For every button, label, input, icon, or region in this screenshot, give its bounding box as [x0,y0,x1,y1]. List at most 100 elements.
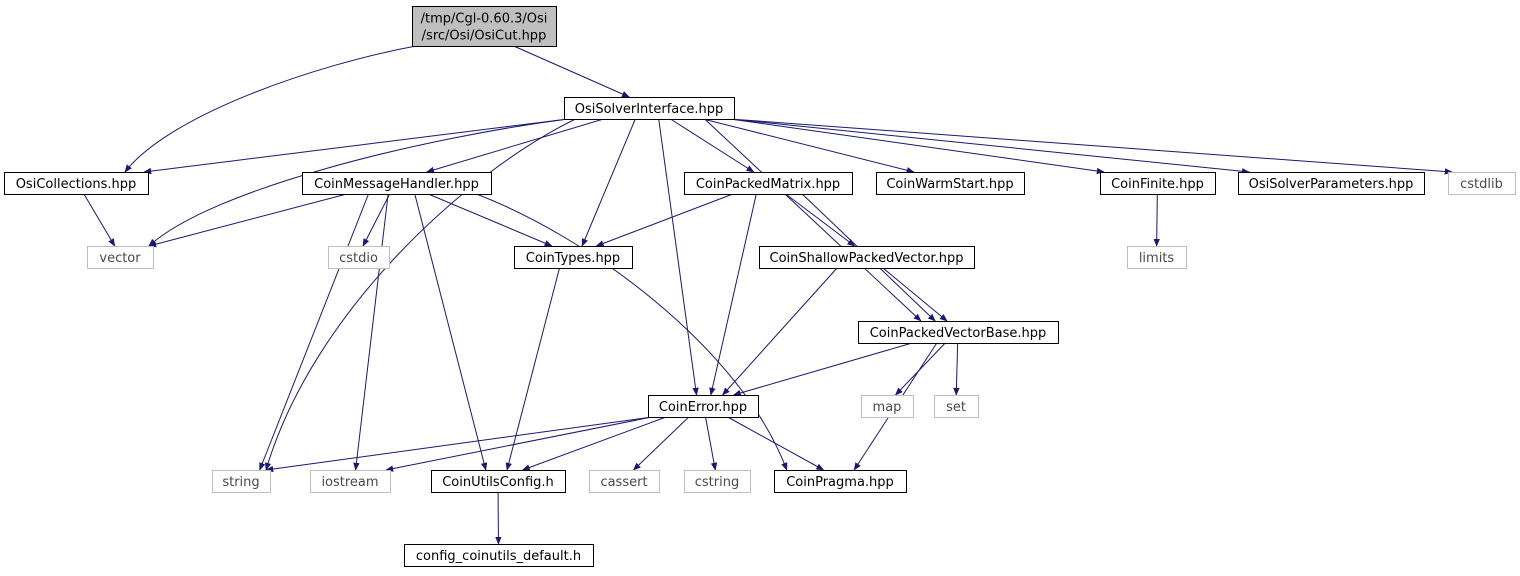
edge-osi_si-to-coin_pvb [704,118,922,322]
edge-coin_pm-to-coin_types [595,193,734,247]
node-label: OsiSolverParameters.hpp [1249,177,1414,192]
edge-osi_si-to-cstdlib [729,118,1453,175]
edge-osi_si-to-osi_sp [729,118,1250,175]
node-cassert: cassert [589,470,660,493]
node-cstdlib: cstdlib [1448,172,1516,195]
node-box [564,97,735,120]
node-osi-coll[interactable]: OsiCollections.hpp [4,172,149,195]
node-coin-finite[interactable]: CoinFinite.hpp [1100,172,1216,195]
edge-osi_si-to-coin_ws [703,118,915,174]
node-box [514,246,633,269]
node-label: vector [99,251,141,266]
node-label: string [222,475,259,490]
node-label: CoinShallowPackedVector.hpp [770,251,964,266]
node-osi-sp[interactable]: OsiSolverParameters.hpp [1238,172,1425,195]
edge-coin_err-to-coin_pragma [727,416,825,471]
node-box [4,172,149,195]
node-coin-ws[interactable]: CoinWarmStart.hpp [876,172,1025,195]
node-label: CoinFinite.hpp [1111,177,1204,192]
node-box [648,395,759,418]
node-box [934,395,979,418]
node-box [87,246,154,269]
node-box [1100,172,1216,195]
node-label: /tmp/Cgl-0.60.3/Osi [421,11,548,26]
node-box [412,6,557,47]
edge-coin_msg-to-cstdio [362,193,391,247]
node-label: CoinWarmStart.hpp [886,177,1013,192]
node-limits: limits [1127,246,1187,269]
node-label: cstdlib [1460,177,1503,192]
node-label: /src/Osi/OsiCut.hpp [422,28,547,43]
node-label: OsiSolverInterface.hpp [575,102,724,117]
edge-coin_err-to-string [265,416,653,473]
node-cstdio: cstdio [328,246,390,269]
node-label: map [873,400,902,415]
node-map: map [861,395,914,418]
node-coin-spv[interactable]: CoinShallowPackedVector.hpp [759,246,975,269]
node-set: set [934,395,979,418]
edge-coin_pvb-to-set [953,342,960,396]
edge-osi_si-to-coin_pm [670,118,755,173]
edge-coin_finite-to-limits [1153,193,1160,247]
node-osi-si[interactable]: OsiSolverInterface.hpp [564,97,735,120]
edge-osi_si-to-coin_types [581,118,636,247]
node-coin-uc[interactable]: CoinUtilsConfig.h [431,470,566,493]
node-coin-err[interactable]: CoinError.hpp [648,395,759,418]
node-coin-pragma[interactable]: CoinPragma.hpp [774,470,907,493]
edge-coin_pm-to-coin_spv [785,193,856,247]
node-vector: vector [87,246,154,269]
edge-root-to-osi_si [513,45,630,98]
node-coin-types[interactable]: CoinTypes.hpp [514,246,633,269]
edge-coin_spv-to-coin_err [722,267,838,396]
node-box [404,544,594,567]
node-box [1448,172,1516,195]
node-label: cstdio [339,251,378,266]
edge-coin_err-to-coin_uc [521,416,667,471]
edge-coin_msg-to-string [259,193,369,471]
edge-osi_si-to-coin_msg [426,118,604,173]
node-box [1127,246,1187,269]
node-label: set [946,400,966,415]
node-box [589,470,660,493]
node-box [1238,172,1425,195]
edge-coin_pvb-to-coin_err [732,342,913,397]
node-config-cu[interactable]: config_coinutils_default.h [404,544,594,567]
edge-coin_msg-to-vector [148,193,347,248]
node-box [310,470,391,493]
node-coin-pvb[interactable]: CoinPackedVectorBase.hpp [858,321,1059,344]
node-box [684,470,751,493]
edge-osi_si-to-string [264,118,576,471]
node-label: CoinTypes.hpp [526,251,620,266]
node-label: cstring [695,475,739,490]
node-label: CoinUtilsConfig.h [442,475,554,490]
node-box [212,470,271,493]
edge-coin_types-to-coin_uc [505,267,560,471]
node-root[interactable]: /tmp/Cgl-0.60.3/Osi/src/Osi/OsiCut.hpp [412,6,557,47]
edge-coin_msg-to-coin_types [428,193,553,247]
node-label: CoinMessageHandler.hpp [314,177,479,192]
node-cstring: cstring [684,470,751,493]
edge-coin_err-to-iostream [385,416,653,472]
edge-coin_msg-to-iostream [353,193,389,471]
edge-coin_msg-to-coin_uc [414,193,488,471]
edge-coin_err-to-cassert [632,416,690,471]
node-label: limits [1139,251,1175,266]
edge-osi_coll-to-vector [83,193,116,247]
node-box [684,172,853,195]
node-coin-msg[interactable]: CoinMessageHandler.hpp [302,172,492,195]
node-label: iostream [321,475,378,490]
node-box [328,246,390,269]
node-label: config_coinutils_default.h [416,549,581,564]
edge-root-to-osi_coll [124,45,417,173]
node-box [858,321,1059,344]
node-box [431,470,566,493]
edge-coin_msg-to-coin_pragma [476,193,788,471]
node-label: CoinPackedMatrix.hpp [696,177,840,192]
edge-osi_si-to-vector [148,118,569,247]
node-box [759,246,975,269]
edge-coin_spv-to-coin_pvb [882,267,948,322]
edge-osi_si-to-coin_err [658,118,699,396]
node-coin-pm[interactable]: CoinPackedMatrix.hpp [684,172,853,195]
edge-osi_si-to-osi_coll [143,118,569,175]
